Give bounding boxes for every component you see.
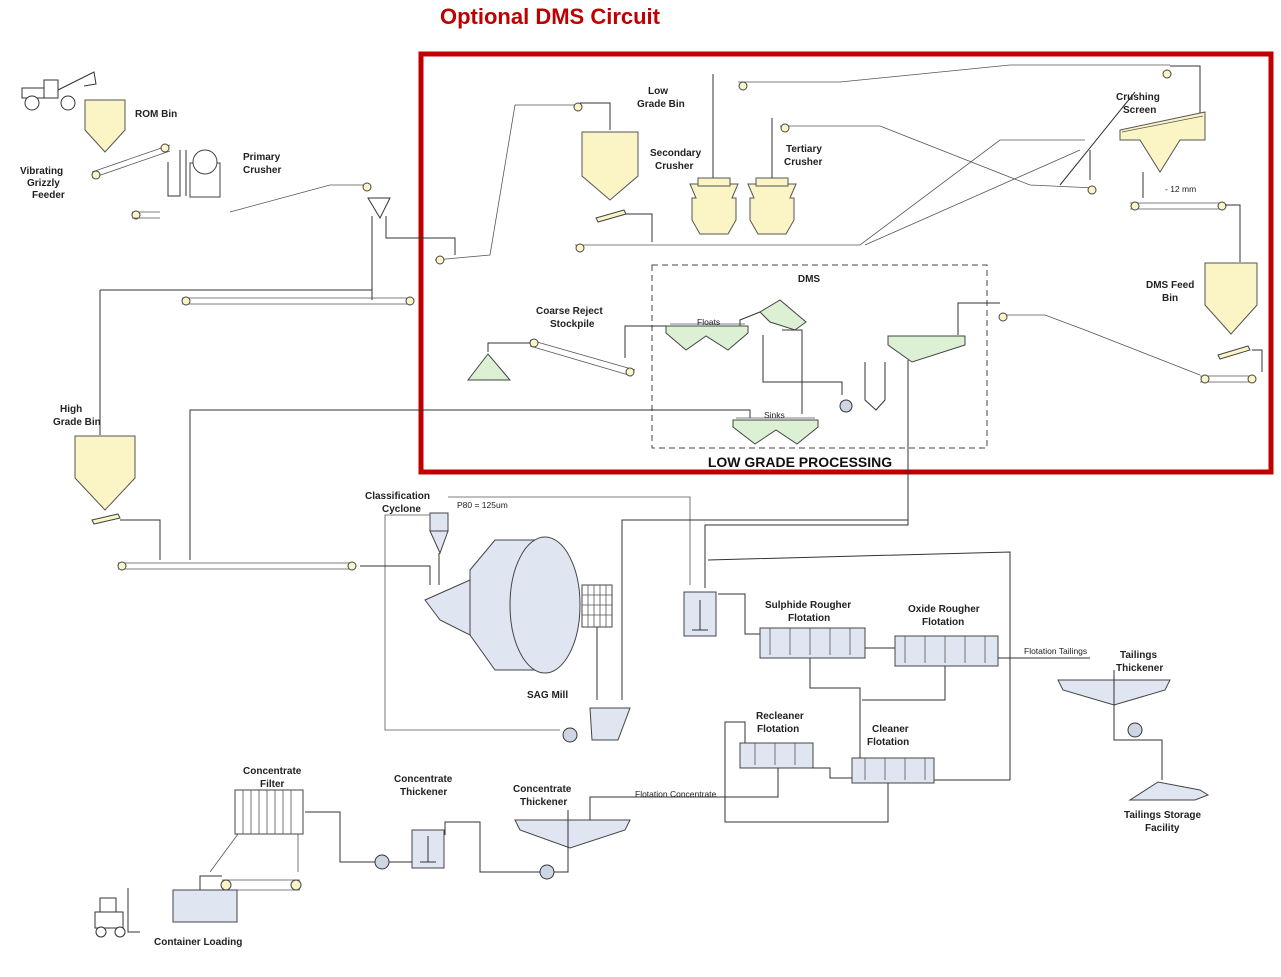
dms-cyclone (739, 299, 843, 414)
sulphide-label-1: Sulphide Rougher (765, 600, 851, 611)
oxide-rougher-flotation: Oxide Rougher Flotation Flotation Tailin… (862, 604, 1090, 701)
conc-filter-label-2: Filter (260, 779, 285, 790)
concentrate-thickener-tank: Concentrate Thickener (305, 774, 453, 870)
conveyor-sag-feed (117, 409, 751, 571)
tertiary-label-2: Crusher (784, 157, 822, 168)
flotation-tailings-label: Flotation Tailings (1024, 646, 1087, 656)
flow-splitter (367, 197, 391, 220)
sinks-label: Sinks (764, 410, 785, 420)
coarse-reject-label-1: Coarse Reject (536, 306, 603, 317)
rom-bin: ROM Bin (84, 99, 177, 153)
conc-thickener-b-label-2: Thickener (520, 797, 567, 808)
crushing-screen: Crushing Screen - 12 mm (1116, 92, 1241, 262)
crushing-screen-label-2: Screen (1123, 105, 1156, 116)
high-grade-label-2: Grade Bin (53, 417, 101, 428)
secondary-label-1: Secondary (650, 148, 702, 159)
tsf-label-1: Tailings Storage (1124, 810, 1201, 821)
forklift-icon (94, 888, 140, 938)
tertiary-crusher: Tertiary Crusher (747, 118, 822, 235)
tailings-thickener-label-2: Thickener (1116, 663, 1163, 674)
diagram-title: Optional DMS Circuit (440, 4, 660, 29)
classification-label-1: Classification (365, 491, 430, 502)
high-grade-bin: High Grade Bin (53, 404, 161, 560)
concentrate-filter: Concentrate Filter (209, 766, 304, 873)
recleaner-label-2: Flotation (757, 724, 799, 735)
container-loading-label: Container Loading (154, 937, 242, 948)
conc-thickener-b-label-1: Concentrate (513, 784, 572, 795)
low-grade-label-2: Grade Bin (637, 99, 685, 110)
dms-feed-label-2: Bin (1162, 293, 1178, 304)
coarse-reject-label-2: Stockpile (550, 319, 595, 330)
sag-mill-label: SAG Mill (527, 690, 568, 701)
tertiary-label-1: Tertiary (786, 144, 822, 155)
recleaner-flotation: Recleaner Flotation Flotation Concentrat… (589, 711, 889, 823)
tailings-thickener-label-1: Tailings (1120, 650, 1157, 661)
tailings-thickener: Tailings Thickener (1057, 650, 1171, 780)
dms-feed-screen (704, 335, 966, 588)
classification-cyclone: Classification Cyclone P80 = 125um (360, 491, 691, 731)
primary-crusher-label-2: Crusher (243, 165, 281, 176)
oxide-label-1: Oxide Rougher (908, 604, 980, 615)
dms-feed-label-1: DMS Feed (1146, 280, 1194, 291)
rom-bin-label: ROM Bin (135, 109, 177, 120)
dms-sump-pump (839, 362, 886, 413)
container: Container Loading (154, 889, 242, 948)
conc-thickener-a-label-2: Thickener (400, 787, 447, 798)
tailings-storage-facility: Tailings Storage Facility (1124, 781, 1210, 834)
conveyor-primary (131, 182, 372, 220)
vibrating-label-2: Grizzly (27, 178, 60, 189)
minus-12mm-label: - 12 mm (1165, 184, 1196, 194)
p80-label: P80 = 125um (457, 500, 508, 510)
sulphide-rougher-flotation: Sulphide Rougher Flotation (759, 600, 895, 760)
dms-floats-screen: Floats (624, 317, 749, 358)
high-grade-label-1: High (60, 404, 82, 415)
conc-filter-label-1: Concentrate (243, 766, 302, 777)
conveyor-to-high-grade (99, 289, 415, 435)
tsf-label-2: Facility (1145, 823, 1180, 834)
low-grade-bin: Low Grade Bin (575, 86, 1085, 253)
conditioning-tank (683, 551, 1011, 780)
dms-feed-bin: DMS Feed Bin (957, 262, 1263, 384)
coarse-reject-stockpile (466, 353, 512, 381)
cleaner-label-2: Flotation (867, 737, 909, 748)
cleaner-flotation: Cleaner Flotation (851, 724, 1010, 784)
concentrate-conveyor (199, 875, 302, 891)
crushing-screen-label-1: Crushing (1116, 92, 1160, 103)
coarse-reject-conveyor: Coarse Reject Stockpile (487, 306, 636, 377)
sulphide-label-2: Flotation (788, 613, 830, 624)
front-loader-icon (21, 71, 97, 111)
recleaner-label-1: Recleaner (756, 711, 804, 722)
secondary-crusher: Secondary Crusher (650, 74, 739, 235)
flotation-concentrate-label: Flotation Concentrate (635, 789, 717, 799)
concentrate-thickener-main: Concentrate Thickener (444, 784, 631, 880)
classification-label-2: Cyclone (382, 504, 421, 515)
primary-crusher-label-1: Primary (243, 152, 281, 163)
mill-discharge-sump (562, 519, 908, 743)
dms-box-label: DMS (798, 274, 821, 285)
low-grade-label-1: Low (648, 86, 668, 97)
dms-sinks-screen: Sinks (732, 410, 819, 445)
sag-mill: SAG Mill (424, 536, 613, 701)
dms-dashed-box (651, 264, 988, 449)
vibrating-grizzly-feeder: Vibrating Grizzly Feeder (20, 143, 171, 201)
low-grade-processing-label: LOW GRADE PROCESSING (708, 454, 892, 470)
secondary-label-2: Crusher (655, 161, 693, 172)
floats-label: Floats (697, 317, 720, 327)
cleaner-label-1: Cleaner (872, 724, 909, 735)
optional-dms-highlight-box (418, 51, 1274, 475)
vibrating-label-1: Vibrating (20, 166, 63, 177)
oxide-label-2: Flotation (922, 617, 964, 628)
conveyor-to-low-grade (434, 102, 611, 265)
conc-thickener-a-label-1: Concentrate (394, 774, 453, 785)
vibrating-label-3: Feeder (32, 190, 65, 201)
primary-crusher: Primary Crusher (167, 149, 281, 198)
conveyor-top (738, 64, 1201, 246)
